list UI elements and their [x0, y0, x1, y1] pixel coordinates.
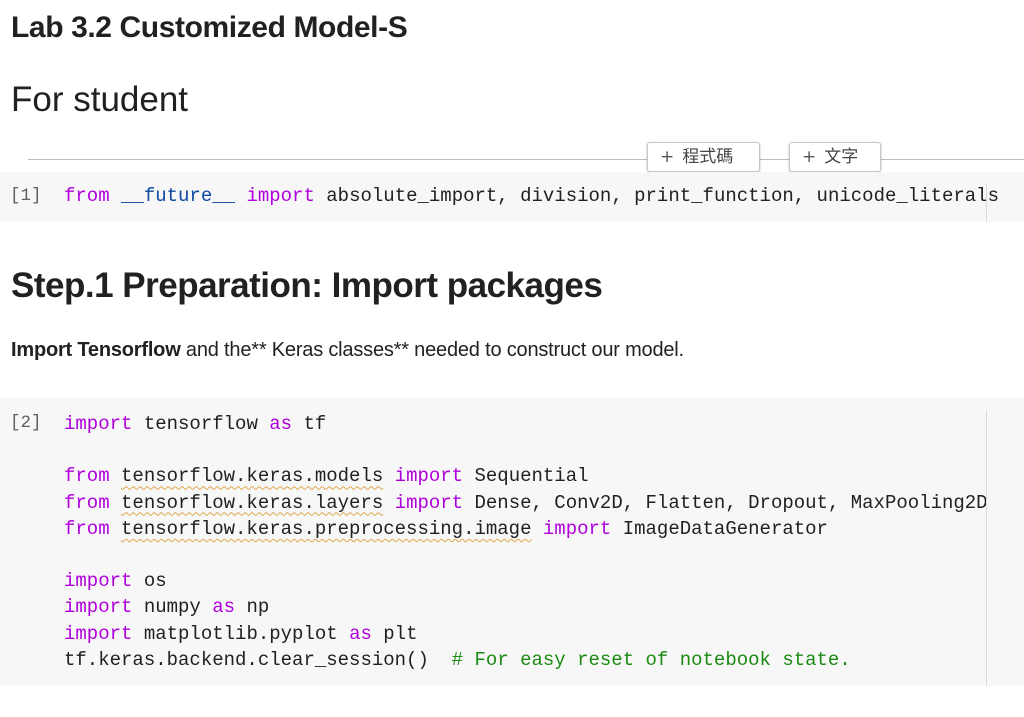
execution-count: [2]	[10, 413, 42, 433]
code-token: from	[64, 185, 110, 207]
code-editor[interactable]: import tensorflow as tf​from tensorflow.…	[64, 411, 988, 673]
code-token: matplotlib.pyplot	[132, 622, 350, 645]
add-code-cell-label: 程式碼	[682, 147, 734, 167]
code-token	[235, 185, 246, 207]
code-token: import	[64, 570, 133, 593]
code-cell-1[interactable]: [1] from __future__ import absolute_impo…	[0, 172, 1024, 222]
code-token	[383, 465, 394, 487]
code-token: as	[349, 622, 372, 645]
notebook-subtitle: For student	[11, 80, 189, 119]
code-line: import matplotlib.pyplot as plt	[64, 621, 988, 647]
plus-icon: +	[802, 147, 817, 167]
section-heading: Step.1 Preparation: Import packages	[11, 266, 603, 305]
cell-insert-divider	[28, 159, 1024, 160]
code-token: from	[64, 517, 110, 540]
code-token: tf.keras.backend.clear_session()	[64, 648, 452, 671]
code-line: from tensorflow.keras.models import Sequ…	[64, 463, 988, 489]
code-line: tf.keras.backend.clear_session() # For e…	[64, 647, 988, 673]
code-token	[110, 185, 121, 207]
code-token: import	[542, 517, 612, 540]
code-token: np	[235, 596, 270, 619]
code-token: import	[64, 596, 133, 619]
code-line: from tensorflow.keras.layers import Dens…	[64, 490, 988, 516]
code-token: as	[269, 413, 293, 435]
paragraph-text: and the** Keras classes** needed to cons…	[180, 339, 684, 361]
code-token: plt	[371, 622, 418, 645]
editor-ruler	[986, 410, 987, 686]
code-token: tensorflow.keras.preprocessing.image	[121, 517, 532, 540]
code-token: ImageDataGenerator	[611, 517, 828, 540]
notebook-title: Lab 3.2 Customized Model-S	[11, 11, 408, 44]
code-line: from tensorflow.keras.preprocessing.imag…	[64, 516, 988, 542]
code-token: tensorflow	[132, 413, 270, 435]
code-line: import numpy as np	[64, 594, 988, 620]
add-code-cell-button[interactable]: + 程式碼	[647, 142, 760, 172]
code-token	[110, 492, 121, 514]
code-token: import	[394, 465, 464, 488]
code-token: tensorflow.keras.models	[121, 465, 384, 488]
code-token: # For easy reset of notebook state.	[451, 648, 851, 671]
code-token: from	[64, 465, 110, 488]
code-token: as	[212, 596, 236, 619]
add-text-cell-button[interactable]: + 文字	[789, 142, 881, 172]
code-token: Sequential	[463, 465, 589, 488]
code-token: import	[394, 491, 464, 514]
code-line: from __future__ import absolute_import, …	[64, 183, 999, 209]
code-line: import tensorflow as tf	[64, 411, 988, 437]
code-token: numpy	[132, 596, 213, 619]
code-token: os	[132, 570, 167, 593]
code-token	[110, 518, 121, 540]
code-line: ​	[64, 437, 988, 463]
code-token	[383, 492, 394, 514]
execution-count: [1]	[10, 186, 42, 206]
code-token: Dense, Conv2D, Flatten, Dropout, MaxPool…	[463, 491, 988, 514]
code-line: ​	[64, 542, 988, 568]
code-token: from	[64, 491, 110, 514]
add-text-cell-label: 文字	[824, 147, 859, 167]
code-token: absolute_import, division, print_functio…	[314, 185, 999, 207]
code-token: import	[246, 185, 315, 207]
editor-ruler	[986, 184, 987, 222]
markdown-paragraph: Import Tensorflow and the** Keras classe…	[11, 337, 684, 363]
paragraph-bold-text: Import Tensorflow	[11, 339, 181, 361]
code-token: tf	[292, 413, 327, 435]
code-token: __future__	[121, 185, 236, 207]
plus-icon: +	[660, 147, 675, 167]
code-token: import	[64, 622, 133, 645]
code-token	[110, 465, 121, 487]
code-cell-2[interactable]: [2] import tensorflow as tf​from tensorf…	[0, 398, 1024, 686]
code-token: tensorflow.keras.layers	[121, 491, 384, 514]
code-token	[531, 518, 542, 540]
code-editor[interactable]: from __future__ import absolute_import, …	[64, 183, 999, 209]
code-token: import	[64, 413, 133, 435]
code-line: import os	[64, 568, 988, 594]
